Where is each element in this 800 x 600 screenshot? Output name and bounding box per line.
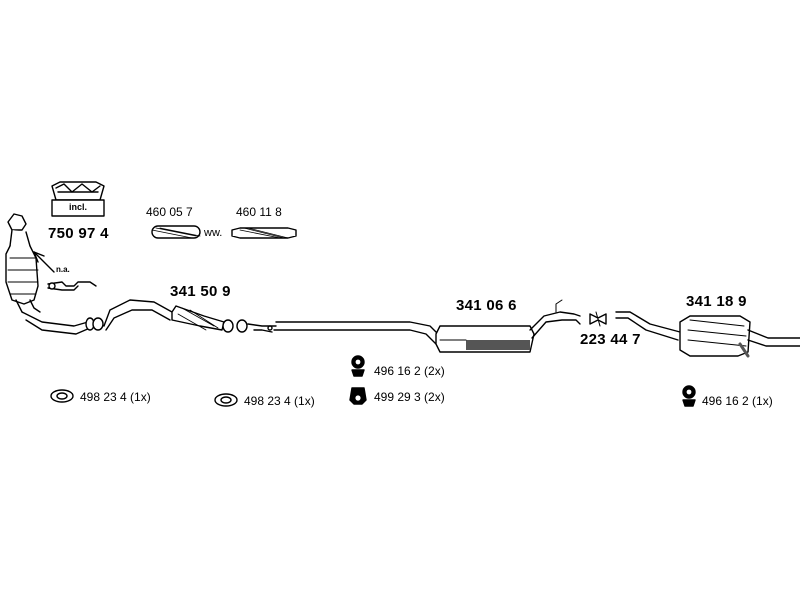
hanger-label-1: 496 16 2 (2x) [374,364,445,378]
hanger-label-2: 499 29 3 (2x) [374,390,445,404]
sensor-arrow [33,251,55,273]
hanger-label-3: 496 16 2 (1x) [702,394,773,408]
gasket-ring-1 [92,317,104,331]
part-number-341066: 341 06 6 [456,297,517,314]
clamp-223447 [589,311,607,327]
front-pipe [103,299,234,333]
part-number-341509: 341 50 9 [170,283,231,300]
hanger-icon-1 [351,355,365,377]
gasket-label-1: 498 23 4 (1x) [80,390,151,404]
hanger-icon-2 [349,387,367,405]
sensor-not-applicable-label: n.a. [56,265,70,274]
middle-muffler [435,299,581,353]
intermediate-pipe [247,321,441,345]
gasket-label-2: 498 23 4 (1x) [244,394,315,408]
hanger-icon-3 [682,385,696,407]
part-number-460057: 460 05 7 [146,205,193,219]
flex-pipe-b [231,227,297,239]
rear-muffler [615,311,800,358]
part-number-341189: 341 18 9 [686,293,747,310]
lambda-sensor [47,281,97,291]
part-number-460118: 460 11 8 [236,205,282,219]
part-number-223447: 223 44 7 [580,331,641,348]
gasket-icon-1 [50,389,74,403]
kit-box-icon [51,181,105,217]
part-number-750974: 750 97 4 [48,225,109,242]
gasket-icon-2 [214,393,238,407]
arrow-head-icon [33,251,45,263]
gasket-ring-2 [236,319,248,333]
kit-included-label: incl. [68,202,87,212]
catalytic-converter [5,213,95,335]
flex-separator-label: ww. [204,227,223,239]
flex-pipe-a [151,225,201,239]
